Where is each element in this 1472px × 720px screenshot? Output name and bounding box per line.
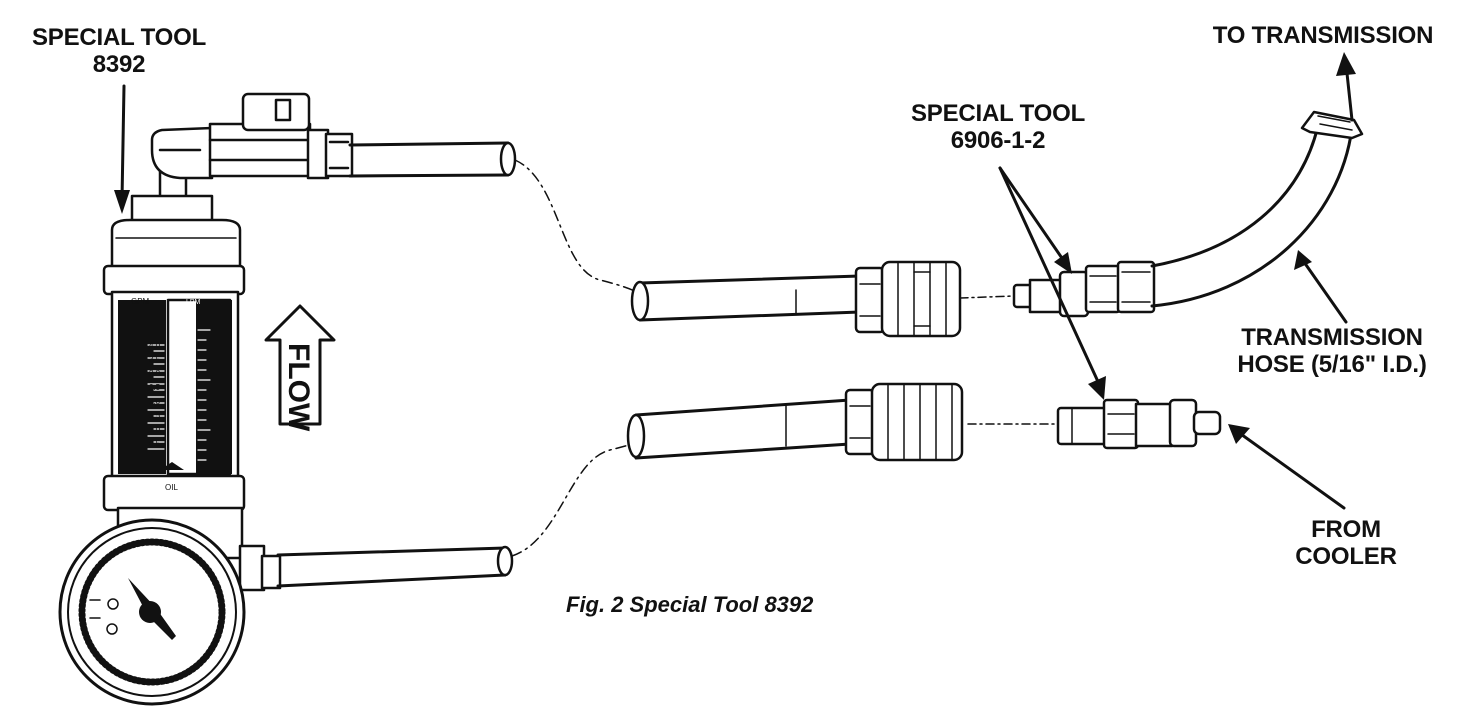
dashed-link-upper-coupler — [959, 295, 1015, 299]
label-to-transmission: TO TRANSMISSION — [1188, 22, 1458, 49]
lpm-scale-labels: 15 10 5 — [184, 346, 192, 437]
lpm-tick-label: 5 — [186, 430, 190, 437]
label-transmission-hose: TRANSMISSION HOSE (5/16" I.D.) — [1216, 324, 1448, 378]
lower-nipple-6906 — [1056, 398, 1222, 450]
gpm-tick-label: 0.5 — [149, 439, 161, 448]
gpm-tick-label: 3.0 — [149, 369, 161, 378]
flow-label: FLOW — [282, 343, 315, 432]
meter-upper-band — [102, 264, 246, 296]
label-line: TO TRANSMISSION — [1212, 22, 1434, 49]
label-special-tool-8392: SPECIAL TOOL 8392 — [14, 24, 224, 78]
lpm-tick-label: 10 — [184, 388, 192, 395]
leader-arrows — [114, 52, 1356, 510]
upper-nipple-6906 — [1012, 260, 1156, 318]
gpm-tick-label: 2.0 — [149, 397, 161, 406]
label-line: TRANSMISSION — [1241, 324, 1423, 351]
gpm-tick-label: 2.5 — [149, 383, 161, 392]
meter-scale-ticks — [147, 329, 211, 461]
dashed-connection-lower — [511, 439, 642, 557]
transmission-hose — [1150, 110, 1364, 308]
lpm-unit-label: LPM — [186, 299, 201, 306]
label-line: FROM — [1311, 516, 1381, 543]
lower-hose-assembly — [626, 382, 964, 462]
gpm-tick-label: 1.5 — [149, 411, 161, 420]
gpm-tick-label: 4.0 — [149, 341, 161, 350]
figure-caption: Fig. 2 Special Tool 8392 — [566, 592, 814, 617]
dashed-connection-upper — [514, 159, 641, 296]
label-from-cooler: FROM COOLER — [1286, 516, 1406, 570]
upper-hose-assembly — [630, 260, 962, 338]
lpm-tick-label: 15 — [184, 346, 192, 353]
pressure-gauge — [58, 518, 246, 706]
meter-cap — [110, 218, 242, 274]
flow-letters: FLOW — [282, 343, 315, 432]
label-line: SPECIAL TOOL — [910, 100, 1086, 127]
label-line: 8392 — [92, 51, 146, 78]
oil-arrow-icon — [160, 462, 184, 470]
gpm-tick-label: 1.0 — [149, 425, 161, 434]
label-line: COOLER — [1295, 543, 1397, 570]
oil-label: OIL — [165, 483, 178, 492]
meter-lower-band — [102, 474, 246, 512]
label-line: 6906-1-2 — [950, 127, 1046, 154]
meter-top-elbow — [130, 92, 517, 226]
gpm-tick-label: 3.5 — [149, 355, 161, 364]
label-special-tool-6906: SPECIAL TOOL 6906-1-2 — [888, 100, 1108, 154]
gpm-scale-labels: 4.0 3.5 3.0 2.5 2.0 1.5 1.0 0.5 — [149, 341, 161, 448]
label-line: SPECIAL TOOL — [31, 24, 207, 51]
flow-meter — [58, 92, 517, 706]
label-line: HOSE (5/16" I.D.) — [1237, 351, 1427, 378]
flow-arrow-icon — [264, 304, 336, 426]
gpm-unit-label: GPM — [131, 297, 150, 306]
